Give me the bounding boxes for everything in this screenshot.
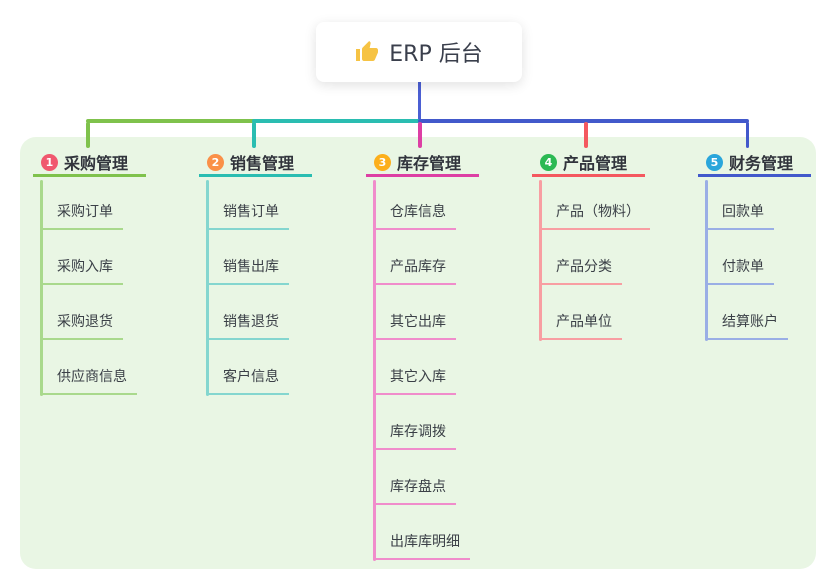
child-node[interactable]: 出库库明细 [373, 531, 470, 560]
child-node[interactable]: 采购入库 [40, 256, 123, 285]
child-label: 销售退货 [223, 314, 279, 330]
child-label: 采购入库 [57, 259, 113, 275]
child-node[interactable]: 销售退货 [206, 311, 289, 340]
branch-node-5[interactable]: 5 财务管理 [698, 150, 811, 177]
branch-children-line [206, 180, 209, 396]
branch-number-badge: 5 [706, 153, 723, 171]
root-title: ERP 后台 [389, 42, 483, 67]
branch-node-3[interactable]: 3 库存管理 [366, 150, 479, 177]
child-node[interactable]: 产品单位 [539, 311, 622, 340]
child-node[interactable]: 库存盘点 [373, 476, 456, 505]
branches-panel [20, 137, 816, 569]
child-label: 其它入库 [390, 369, 446, 385]
bus-segment-right [418, 119, 749, 123]
branch-children-line [40, 180, 43, 396]
child-node[interactable]: 销售出库 [206, 256, 289, 285]
branch-label: 销售管理 [230, 154, 295, 173]
child-node[interactable]: 库存调拨 [373, 421, 456, 450]
branch-node-1[interactable]: 1 采购管理 [33, 150, 146, 177]
branch-children-line [539, 180, 542, 341]
child-label: 付款单 [722, 259, 764, 275]
branch-label: 财务管理 [729, 154, 794, 173]
branch-label: 库存管理 [397, 154, 462, 173]
branch-drop-line [745, 122, 749, 148]
child-label: 产品单位 [556, 314, 612, 330]
child-node[interactable]: 产品（物料） [539, 201, 650, 230]
child-label: 其它出库 [390, 314, 446, 330]
thumbs-up-icon [356, 41, 379, 61]
child-label: 结算账户 [722, 314, 778, 330]
child-label: 供应商信息 [57, 369, 127, 385]
branch-drop-line [86, 122, 90, 148]
child-node[interactable]: 产品分类 [539, 256, 622, 285]
root-connector-line [417, 80, 421, 121]
child-node[interactable]: 其它入库 [373, 366, 456, 395]
child-label: 产品库存 [390, 259, 446, 275]
child-node[interactable]: 回款单 [705, 201, 774, 230]
child-label: 产品分类 [556, 259, 612, 275]
child-node[interactable]: 客户信息 [206, 366, 289, 395]
child-label: 采购订单 [57, 204, 113, 220]
child-node[interactable]: 结算账户 [705, 311, 788, 340]
branch-drop-line [418, 122, 422, 148]
bus-segment-left [86, 119, 256, 123]
child-node[interactable]: 仓库信息 [373, 201, 456, 230]
child-label: 库存调拨 [390, 424, 446, 440]
branch-label: 产品管理 [563, 154, 628, 173]
root-node[interactable]: ERP 后台 [316, 22, 522, 82]
child-node[interactable]: 付款单 [705, 256, 774, 285]
child-node[interactable]: 销售订单 [206, 201, 289, 230]
child-label: 采购退货 [57, 314, 113, 330]
branch-label: 采购管理 [64, 154, 129, 173]
child-label: 出库库明细 [390, 534, 460, 550]
child-node[interactable]: 采购退货 [40, 311, 123, 340]
branch-number-badge: 4 [540, 153, 557, 171]
child-node[interactable]: 采购订单 [40, 201, 123, 230]
child-label: 客户信息 [223, 369, 279, 385]
branch-number-badge: 1 [41, 153, 58, 171]
branch-children-line [373, 180, 376, 561]
child-label: 销售订单 [223, 204, 279, 220]
bus-segment-middle [252, 119, 422, 123]
branch-drop-line [252, 122, 256, 148]
child-label: 仓库信息 [390, 204, 446, 220]
branch-node-2[interactable]: 2 销售管理 [199, 150, 312, 177]
branch-number-badge: 2 [207, 153, 224, 171]
branch-number-badge: 3 [374, 153, 391, 171]
child-node[interactable]: 供应商信息 [40, 366, 137, 395]
child-label: 库存盘点 [390, 479, 446, 495]
child-label: 回款单 [722, 204, 764, 220]
child-label: 销售出库 [223, 259, 279, 275]
child-node[interactable]: 产品库存 [373, 256, 456, 285]
child-label: 产品（物料） [556, 204, 640, 220]
branch-children-line [705, 180, 708, 341]
child-node[interactable]: 其它出库 [373, 311, 456, 340]
branch-node-4[interactable]: 4 产品管理 [532, 150, 645, 177]
branch-drop-line [584, 122, 588, 148]
